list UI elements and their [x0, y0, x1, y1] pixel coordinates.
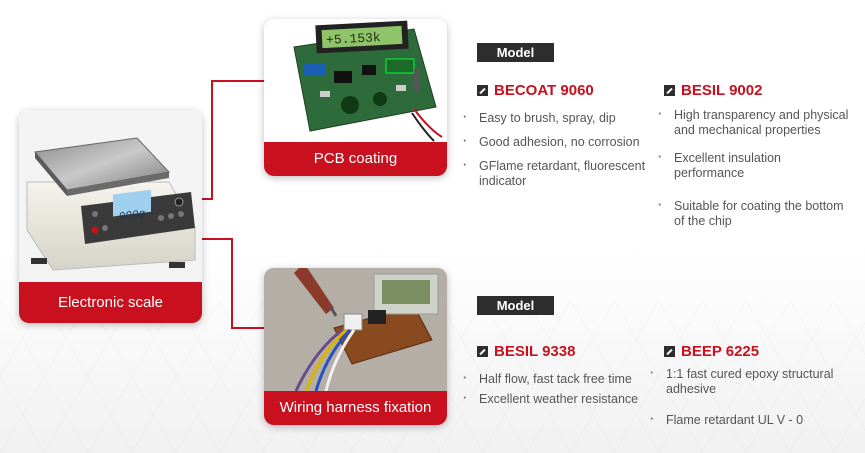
feature-item: Excellent weather resistance — [463, 391, 648, 407]
scale-lcd-readout: 000g — [119, 209, 145, 224]
pencil-mark-icon — [664, 346, 675, 357]
electronic-scale-card[interactable]: 000g Electronic scale — [19, 110, 202, 323]
feature-item: Excellent insulation performance — [658, 150, 853, 181]
connector-line — [231, 238, 233, 328]
pencil-mark-icon — [664, 85, 675, 96]
feature-item: Half flow, fast tack free time — [463, 371, 648, 387]
product-name: BESIL 9002 — [681, 82, 763, 99]
pencil-mark-icon — [477, 346, 488, 357]
wiring-harness-card[interactable]: Wiring harness fixation — [264, 268, 447, 425]
feature-item: High transparency and physical and mecha… — [658, 107, 853, 138]
feature-item: GFlame retardant, fluorescent indicator — [463, 158, 648, 189]
product-title-beep-6225[interactable]: BEEP 6225 — [664, 343, 759, 360]
electronic-scale-caption: Electronic scale — [19, 282, 202, 323]
feature-item: Suitable for coating the bottom of the c… — [658, 198, 853, 229]
product-title-becoat-9060[interactable]: BECOAT 9060 — [477, 82, 594, 99]
wiring-harness-caption: Wiring harness fixation — [264, 391, 447, 425]
electronic-scale-image: 000g — [19, 110, 202, 282]
product-name: BECOAT 9060 — [494, 82, 594, 99]
feature-item: Flame retardant UL V - 0 — [650, 412, 850, 428]
connector-line — [211, 80, 264, 82]
connector-line — [211, 80, 213, 200]
feature-list: Easy to brush, spray, dip Good adhesion,… — [463, 110, 648, 189]
pencil-mark-icon — [477, 85, 488, 96]
connector-line — [231, 327, 264, 329]
feature-list: 1:1 fast cured epoxy structural adhesive… — [650, 366, 850, 428]
product-title-besil-9002[interactable]: BESIL 9002 — [664, 82, 762, 99]
feature-list: Half flow, fast tack free time Excellent… — [463, 371, 648, 407]
product-title-besil-9338[interactable]: BESIL 9338 — [477, 343, 575, 360]
product-name: BESIL 9338 — [494, 343, 576, 360]
feature-item: Good adhesion, no corrosion — [463, 134, 648, 150]
feature-list: High transparency and physical and mecha… — [658, 107, 853, 229]
model-badge: Model — [477, 43, 554, 62]
pcb-coating-card[interactable]: +5.153k PCB coating — [264, 19, 447, 176]
feature-item: 1:1 fast cured epoxy structural adhesive — [650, 366, 850, 397]
pcb-lcd-readout: +5.153k — [326, 30, 382, 48]
pcb-board-image: +5.153k — [264, 19, 447, 142]
wiring-harness-image — [264, 268, 447, 392]
pcb-coating-caption: PCB coating — [264, 142, 447, 176]
model-badge: Model — [477, 296, 554, 315]
product-name: BEEP 6225 — [681, 343, 760, 360]
feature-item: Easy to brush, spray, dip — [463, 110, 648, 126]
